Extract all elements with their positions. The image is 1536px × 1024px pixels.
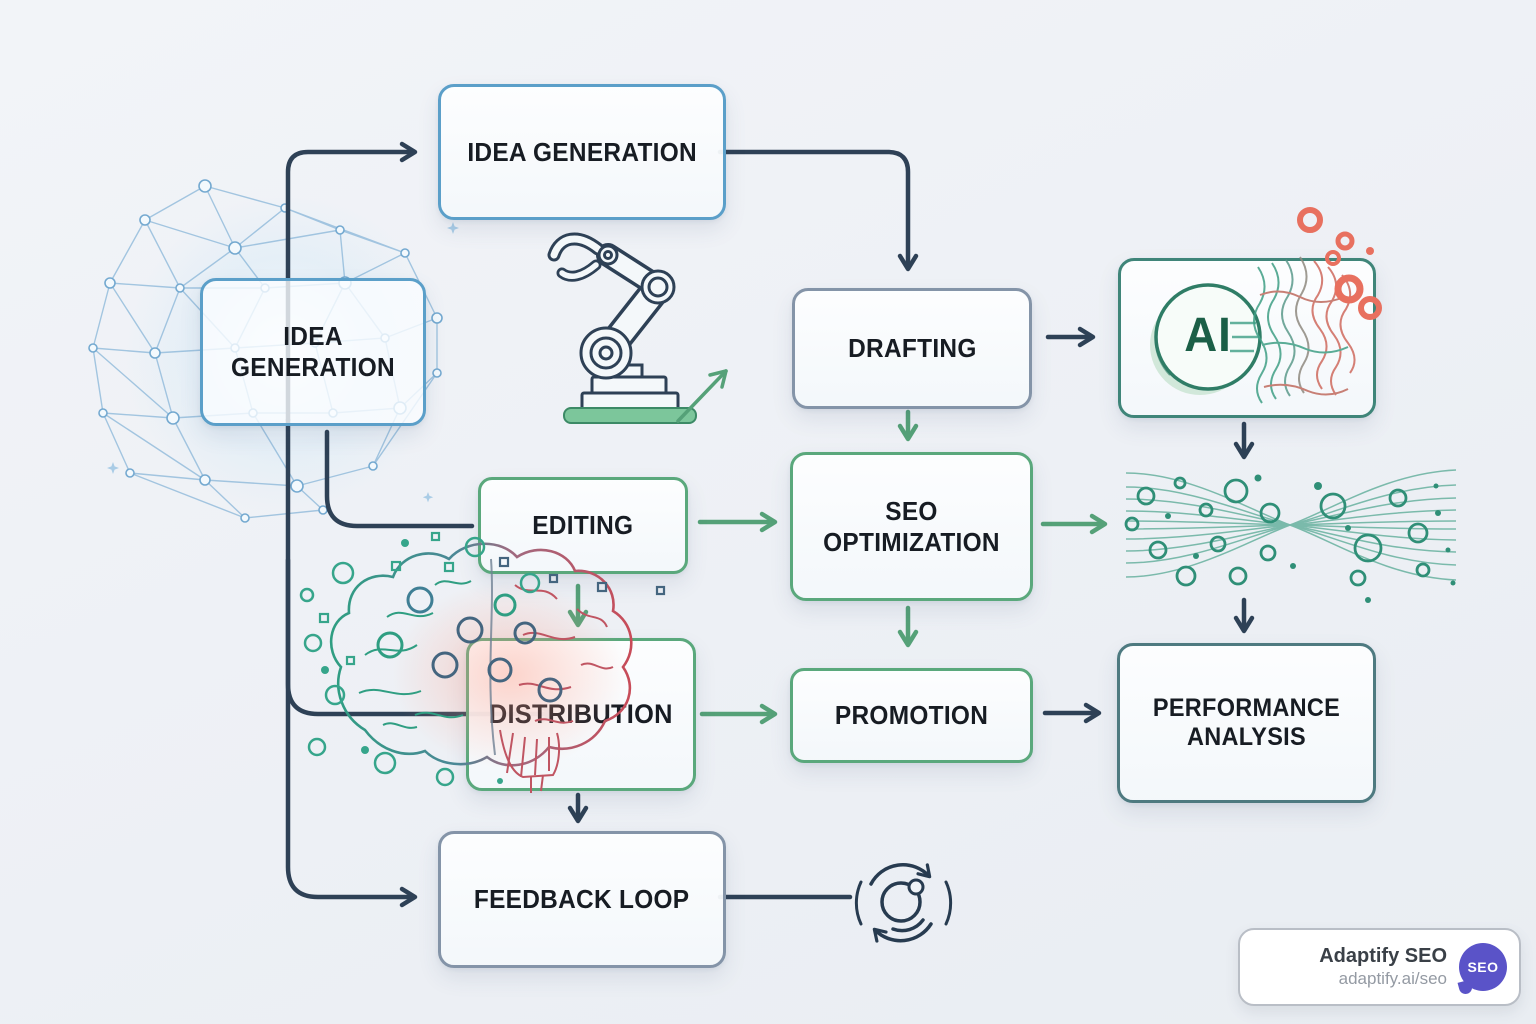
node-idea-generation-label: IDEA GENERATION <box>467 136 697 167</box>
loop-arrows-icon <box>854 863 953 943</box>
brain-icon <box>299 531 666 793</box>
robot-base <box>563 407 697 424</box>
node-editing-label: EDITING <box>532 510 634 541</box>
node-performance-analysis: PERFORMANCE ANALYSIS <box>1117 643 1376 803</box>
node-drafting: DRAFTING <box>792 288 1032 409</box>
node-seo-optimization: SEO OPTIMIZATION <box>790 452 1033 601</box>
node-promotion-label: PROMOTION <box>834 700 989 731</box>
ai-logo-icon <box>1150 207 1382 404</box>
arrow-source-to-feedback <box>285 417 418 908</box>
arrow-idea-to-drafting <box>717 149 919 272</box>
brand-name: Adaptify SEO <box>1319 945 1447 968</box>
data-flow-icon <box>1124 469 1457 603</box>
brand-badge: Adaptify SEO adaptify.ai/seo SEO <box>1238 928 1521 1006</box>
node-seo-optimization-label: SEO OPTIMIZATION <box>823 495 1000 557</box>
brand-url: adaptify.ai/seo <box>1338 969 1447 989</box>
seo-logo-icon: SEO <box>1459 943 1507 991</box>
arrow-source-to-idea <box>285 141 418 423</box>
node-performance-analysis-label: PERFORMANCE ANALYSIS <box>1152 693 1341 752</box>
ai-label: AI <box>1184 309 1232 362</box>
robot-arm-icon <box>547 232 728 424</box>
node-feedback-loop: FEEDBACK LOOP <box>438 831 726 968</box>
node-feedback-loop-label: FEEDBACK LOOP <box>474 884 690 915</box>
growth-arrow-icon <box>676 369 728 423</box>
coral-dots <box>1297 207 1382 320</box>
brand-badge-text: Adaptify SEO adaptify.ai/seo <box>1319 944 1447 989</box>
node-idea-generation: IDEA GENERATION <box>438 84 726 220</box>
arrow-source-to-distribution <box>285 557 556 725</box>
node-idea-generation-source: IDEA GENERATION <box>200 278 426 426</box>
seo-logo-text: SEO <box>1467 959 1499 975</box>
node-promotion: PROMOTION <box>790 668 1033 763</box>
node-editing: EDITING <box>478 477 688 574</box>
node-idea-generation-source-label: IDEA GENERATION <box>231 321 395 382</box>
node-drafting-label: DRAFTING <box>847 333 977 364</box>
line-source-to-editing <box>324 429 475 529</box>
